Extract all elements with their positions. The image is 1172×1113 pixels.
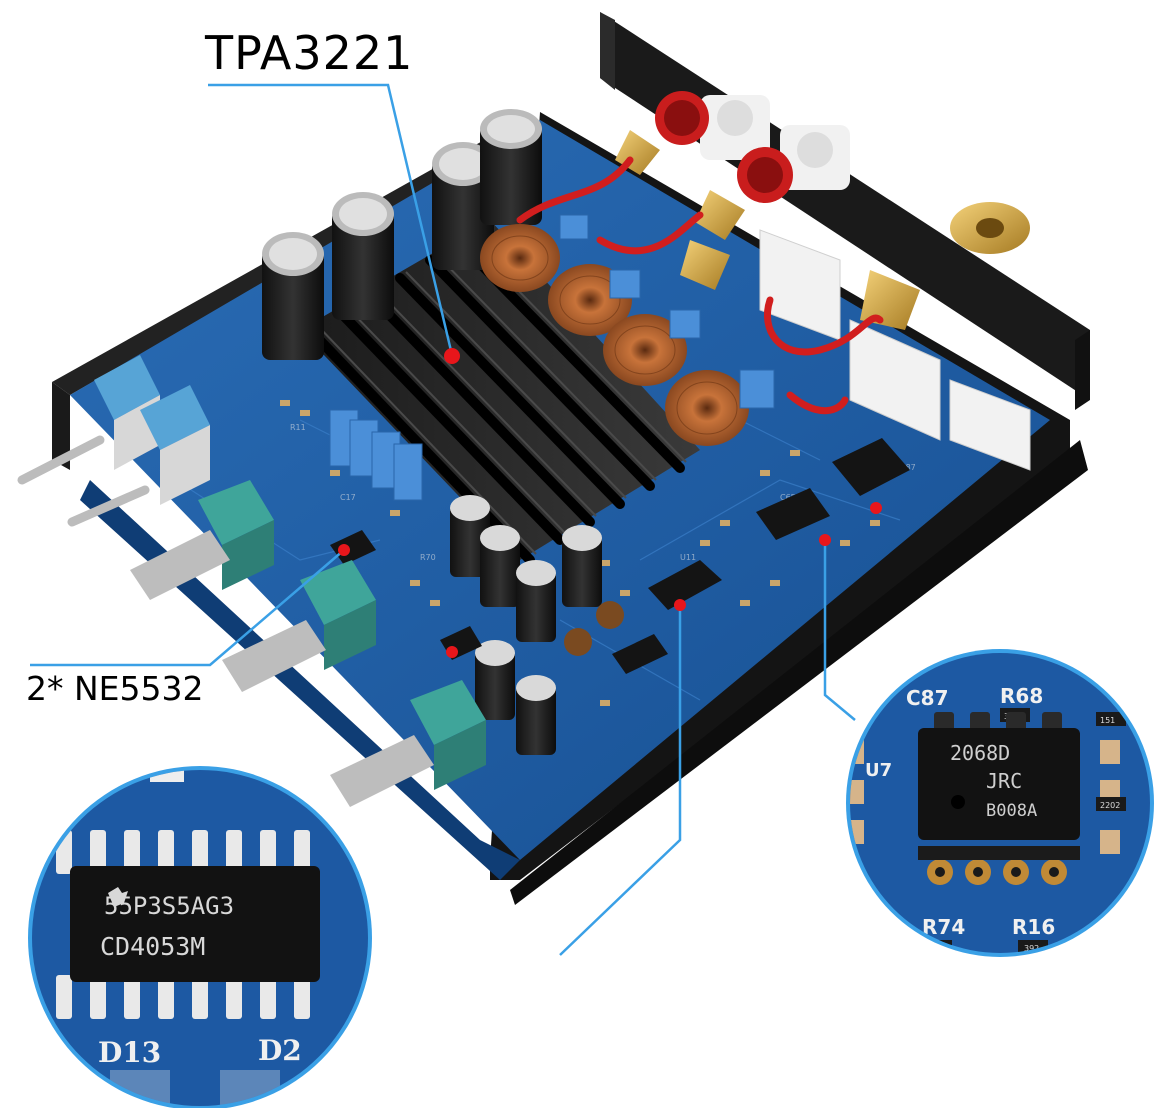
bulk-capacitors [262,109,542,360]
smd-code-2202: 2202 [1100,801,1120,810]
smd-code-392: 392 [1024,944,1039,953]
label-r16: R16 [1012,915,1055,939]
label-u7: U7 [865,760,892,781]
svg-text:C17: C17 [340,493,356,502]
zoom-circle-left: 55P3S5AG3 CD4053M D13 D2 [28,766,372,1110]
svg-text:C65: C65 [780,493,796,502]
small-capacitors [450,495,624,755]
film-capacitors [329,214,775,501]
board-ics [330,438,910,674]
label-r74: R74 [922,915,965,939]
smd-code-151: 151 [1100,716,1115,725]
chip-marking-line2-right: JRC [986,769,1022,793]
callout-markers [338,348,882,658]
svg-text:R11: R11 [290,423,306,432]
label-r68: R68 [1000,684,1043,708]
callout-ne5532: 2* NE5532 [26,669,204,708]
svg-text:U11: U11 [680,553,696,562]
red-wires [516,156,884,415]
label-d2: D2 [258,1034,302,1067]
chip-marking-line1-right: 2068D [950,741,1010,765]
zoom-circle-right: 3321 151 2202 2068D JRC B008A [846,649,1154,957]
chip-marking-line2: CD4053M [100,932,205,961]
label-c87: C87 [906,686,949,710]
potentiometers [130,480,486,807]
svg-text:C87: C87 [900,463,916,472]
chip-marking-line3-right: B008A [986,801,1037,821]
toggle-switches [17,355,210,527]
pin1-dot-icon [951,795,965,809]
svg-text:R70: R70 [420,553,436,562]
ti-logo-icon [108,887,128,907]
callout-leader-lines [30,83,856,956]
speaker-terminals [615,91,1031,471]
callout-tpa3221: TPA3221 [205,26,414,80]
label-d13: D13 [98,1036,161,1069]
